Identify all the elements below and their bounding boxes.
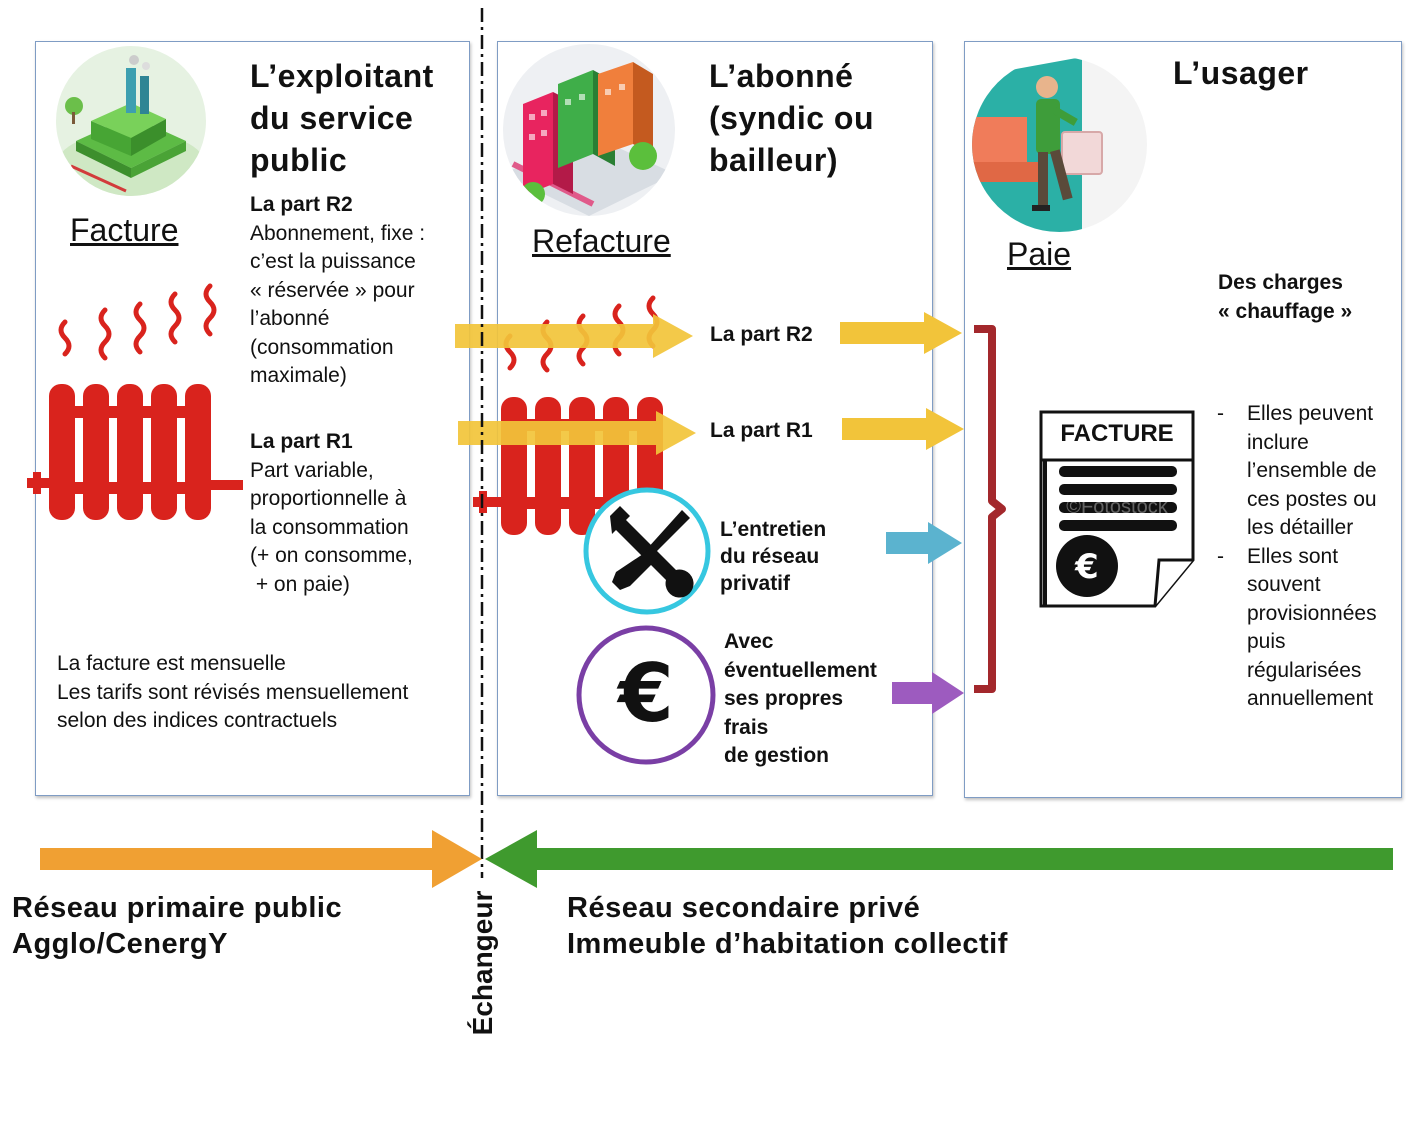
usager-bullet-line: Elles sont (1247, 544, 1339, 568)
usager-bullet-line: puis (1247, 630, 1286, 653)
arrow-gestion (892, 672, 964, 714)
usager-bullet: Elles sont souvent provisionnées puis ré… (1217, 543, 1402, 714)
charges-line: Des charges (1218, 271, 1343, 294)
usager-bullet-line: inclure (1247, 430, 1309, 454)
usager-bullet-line: ces postes ou (1247, 487, 1377, 511)
person-radiator-icon (972, 57, 1147, 232)
exploitant-title-line: L’exploitant (250, 58, 434, 94)
usager-bullet-line: Elles peuvent (1247, 402, 1374, 425)
primary-network-line: Agglo/CenergY (12, 928, 228, 960)
usager-title: L’usager (1173, 55, 1309, 91)
buildings-icon (503, 44, 675, 216)
primary-network-arrow (40, 830, 482, 888)
note-line: selon des indices contractuels (57, 709, 338, 732)
r2-line: c’est la puissance (250, 250, 416, 273)
note-line: Les tarifs sont révisés mensuellement (57, 680, 409, 704)
abonne-title-line: L’abonné (709, 58, 854, 94)
verb-paie: Paie (1007, 236, 1072, 272)
r2-line: Abonnement, fixe : (250, 221, 426, 245)
entretien-line: du réseau (720, 545, 820, 568)
invoice-label: FACTURE (1060, 420, 1174, 447)
r2-line: (consommation (250, 335, 394, 359)
arrow-r1-right (842, 408, 964, 450)
r1-line: (+ on consomme, (250, 544, 413, 567)
arrow-r2-right (840, 312, 962, 354)
r1-line: + on paie) (250, 572, 350, 596)
usager-bullet-line: régularisées (1247, 658, 1362, 682)
exchanger-label: Échangeur (467, 890, 498, 1036)
invoice-icon: € FACTURE ©Fotostock (1039, 410, 1195, 608)
label-part-r2: La part R2 (710, 323, 813, 346)
secondary-network-line: Immeuble d’habitation collectif (567, 928, 1008, 960)
r2-line: « réservée » pour (250, 278, 415, 302)
r2-line: maximale) (250, 364, 347, 387)
svg-text:€: € (616, 647, 674, 740)
radiator-icon (27, 384, 243, 520)
secondary-network-line: Réseau secondaire privé (567, 892, 921, 924)
entretien-line: L’entretien (720, 518, 827, 541)
r2-title: La part R2 (250, 193, 353, 216)
verb-refacture: Refacture (532, 223, 671, 259)
heat-waves-icon (58, 283, 217, 361)
abonne-title-line: (syndic ou (709, 100, 875, 136)
invoice-watermark: ©Fotostock (1066, 496, 1168, 518)
r1-line: proportionnelle à (250, 487, 407, 510)
entretien-line: privatif (720, 572, 791, 595)
arrow-r1-left (458, 411, 696, 455)
gestion-line: frais (724, 715, 769, 739)
usager-bullet-line: souvent (1247, 573, 1321, 596)
abonne-title-line: bailleur) (709, 142, 838, 178)
usager-bullet-line: annuellement (1247, 687, 1374, 710)
gestion-line: de gestion (724, 744, 830, 767)
r2-line: l’abonné (250, 307, 330, 330)
brace (974, 325, 1006, 693)
r1-line: la consommation (250, 515, 409, 539)
usager-bullet: Elles peuvent inclure l’ensemble de ces … (1217, 400, 1402, 543)
gestion-line: Avec (724, 630, 774, 653)
label-part-r1: La part R1 (710, 419, 813, 442)
charges-line: « chauffage » (1218, 299, 1353, 323)
primary-network-line: Réseau primaire public (12, 892, 343, 924)
exchanger-divider (480, 8, 484, 878)
note-line: La facture est mensuelle (57, 652, 286, 675)
euro-icon: € (576, 625, 716, 765)
usager-bullet-line: les détailler (1247, 516, 1354, 539)
exploitant-title-line: public (250, 142, 348, 178)
arrow-r2-left (455, 314, 693, 358)
secondary-network-arrow (485, 830, 1393, 888)
wrench-screwdriver-icon (583, 487, 711, 615)
usager-bullet-line: l’ensemble de (1247, 459, 1377, 482)
r1-title: La part R1 (250, 430, 353, 453)
gestion-line: éventuellement (724, 658, 877, 682)
gestion-line: ses propres (724, 687, 844, 710)
usager-bullet-line: provisionnées (1247, 601, 1377, 625)
factory-icon (56, 46, 206, 196)
r1-line: Part variable, (250, 458, 374, 482)
exploitant-title-line: du service (250, 100, 414, 136)
verb-facture: Facture (70, 212, 179, 248)
arrow-entretien (886, 522, 962, 564)
svg-text:€: € (1074, 547, 1099, 587)
